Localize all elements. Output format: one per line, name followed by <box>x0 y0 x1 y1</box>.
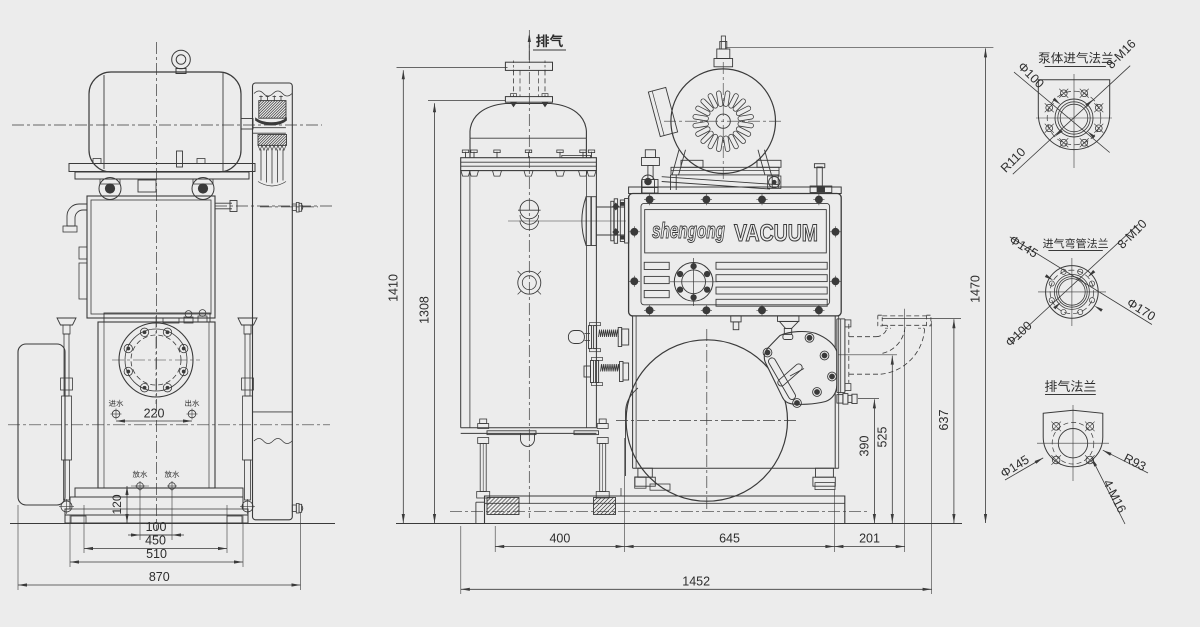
svg-text:645: 645 <box>719 532 740 546</box>
svg-text:1452: 1452 <box>682 574 710 588</box>
svg-text:390: 390 <box>858 436 872 457</box>
svg-text:1308: 1308 <box>418 296 432 324</box>
svg-text:shengong: shengong <box>652 218 725 243</box>
svg-text:1410: 1410 <box>387 274 401 302</box>
svg-text:525: 525 <box>876 427 890 448</box>
svg-text:400: 400 <box>549 532 570 546</box>
svg-text:450: 450 <box>145 534 166 548</box>
svg-text:220: 220 <box>144 407 165 421</box>
svg-text:1470: 1470 <box>969 275 983 303</box>
svg-text:100: 100 <box>146 520 167 534</box>
svg-text:510: 510 <box>146 547 167 561</box>
svg-text:VACUUM: VACUUM <box>734 220 818 247</box>
svg-text:870: 870 <box>149 570 170 584</box>
svg-text:637: 637 <box>937 410 951 431</box>
svg-text:201: 201 <box>859 532 880 546</box>
svg-text:120: 120 <box>110 494 124 514</box>
